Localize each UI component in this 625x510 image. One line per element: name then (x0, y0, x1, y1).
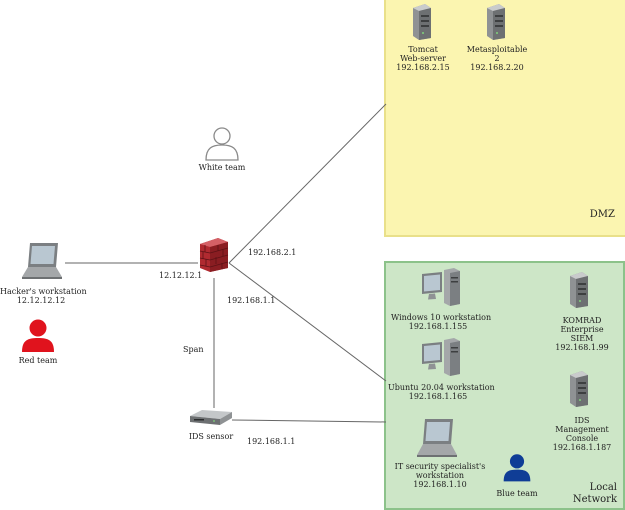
it-specialist-label: IT security specialist's workstation 192… (394, 462, 486, 489)
link-label-ids-lan: 192.168.1.1 (247, 437, 296, 446)
person-icon (205, 127, 239, 161)
red-team (20, 318, 56, 358)
link-label-span: Span (183, 345, 204, 354)
server-icon (570, 371, 588, 407)
firewall (198, 238, 230, 276)
red-team-label: Red team (18, 356, 58, 365)
windows10-label: Windows 10 workstation 192.168.1.155 (391, 313, 492, 331)
local-network-zone-label: Local Network (572, 482, 617, 505)
it-specialist-workstation (415, 417, 459, 463)
server-icon (570, 272, 588, 308)
link-firewall-lan (228, 262, 387, 382)
tomcat-label: Tomcat Web-server 192.168.2.15 (396, 45, 450, 72)
hackers-workstation-label: Hacker's workstation 12.12.12.12 (0, 287, 87, 305)
server-icon (413, 4, 431, 40)
desktop-icon (422, 338, 460, 376)
ids-sensor (188, 408, 234, 432)
ubuntu-workstation (420, 338, 462, 382)
blue-team (502, 452, 532, 488)
ids-management-console-server (566, 371, 590, 411)
person-icon (22, 319, 54, 352)
server-icon (487, 4, 505, 40)
link-label-fw-dmz: 192.168.2.1 (248, 248, 297, 257)
ubuntu-label: Ubuntu 20.04 workstation 192.168.1.165 (388, 383, 495, 401)
blue-team-label: Blue team (496, 489, 538, 498)
link-label-fw-outside: 12.12.12.1 (159, 271, 203, 280)
ids-sensor-label: IDS sensor (188, 432, 234, 441)
dmz-zone: DMZ (384, 0, 625, 237)
ids-console-label: IDS Management Console 192.168.1.187 (552, 416, 612, 452)
desktop-icon (422, 268, 460, 306)
tomcat-server (409, 4, 433, 44)
windows10-workstation (420, 268, 462, 312)
metasploitable-label: Metasploitable 2 192.168.2.20 (466, 45, 528, 72)
link-firewall-dmz (228, 103, 387, 264)
dmz-zone-label: DMZ (589, 209, 615, 220)
firewall-icon (199, 238, 229, 272)
link-label-fw-lan: 192.168.1.1 (227, 296, 276, 305)
ids-sensor-icon (190, 410, 232, 425)
link-ids-lan (231, 419, 387, 423)
white-team (204, 126, 240, 166)
laptop-icon (22, 243, 62, 279)
metasploitable-server (483, 4, 507, 44)
white-team-label: White team (198, 163, 246, 172)
komrad-label: KOMRAD Enterprise SIEM 192.168.1.99 (555, 316, 609, 352)
komrad-siem-server (566, 272, 590, 312)
laptop-icon (417, 419, 457, 457)
hackers-workstation (20, 241, 64, 285)
person-icon (503, 454, 531, 482)
